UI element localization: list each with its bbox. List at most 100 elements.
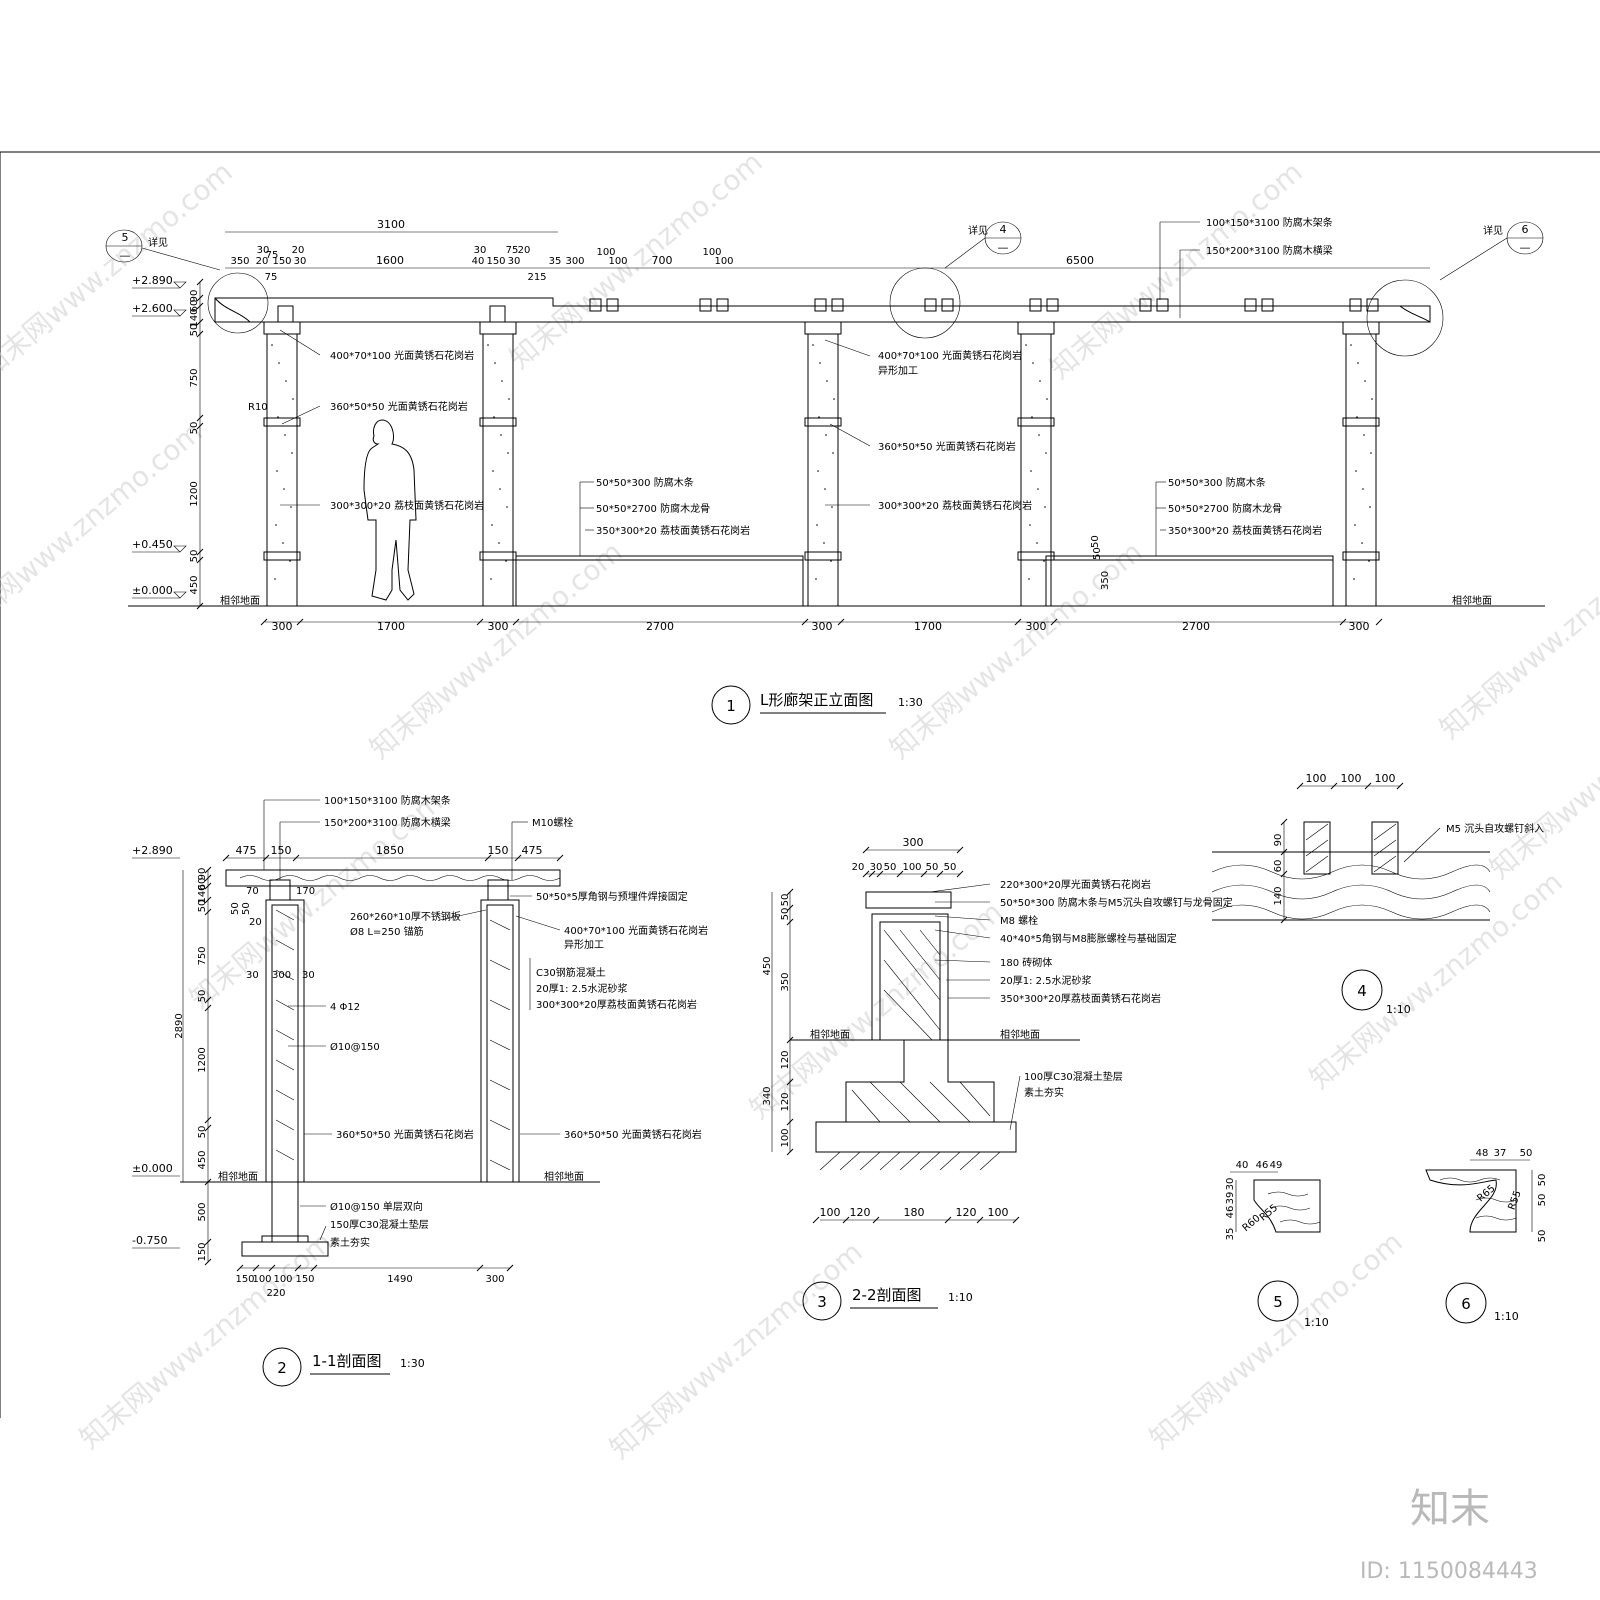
elev-note-400-left: 400*70*100 光面黄锈石花岗岩 [330, 349, 474, 362]
purlin-3a [924, 298, 937, 312]
s22-left-dim-7: 100 [780, 1128, 791, 1147]
s22-title: 2-2剖面图 [852, 1286, 922, 1304]
elev-top-dim-40: 40 [472, 256, 485, 267]
watermark-0: 知末网www.znzmo.com [0, 155, 239, 385]
watermark-12: 知末网www.znzmo.com [1143, 1225, 1408, 1455]
elev-top-dim-6500: 6500 [1066, 254, 1094, 267]
s11-dim-50b: 50 [241, 902, 252, 915]
detail5-drawing [1230, 1171, 1321, 1233]
elev-top-dim-75b: 75 [265, 272, 278, 283]
watermark-8: 知末网www.znzmo.com [743, 895, 1008, 1125]
d6-left-dim-1: 50 [1537, 1194, 1548, 1207]
s11-dim-20: 20 [249, 917, 262, 928]
elev-level-2: +0.450 [132, 538, 173, 551]
s11-top-dim-0: 475 [236, 844, 257, 857]
elev-title: L形廊架正立面图 [760, 691, 873, 709]
d4-top-dim-1: 100 [1341, 772, 1362, 785]
s22-note-soil: 素土夯实 [1024, 1086, 1064, 1099]
d4-left-dim-0: 90 [1273, 834, 1284, 847]
elev-top-dim-300: 300 [565, 256, 584, 267]
elev-note-purlin: 100*150*3100 防腐木架条 [1206, 216, 1333, 229]
s22-ground-left: 相邻地面 [810, 1028, 850, 1041]
d6-scale: 1:10 [1494, 1310, 1519, 1323]
s11-left-dim-8: 450 [197, 1150, 208, 1169]
s11-note-granite: 300*300*20厚荔枝面黄锈石花岗岩 [536, 998, 697, 1011]
elev-top-dim-100d: 100 [714, 256, 733, 267]
d5-top-dim-2: 49 [1270, 1160, 1283, 1171]
s22-note-cap: 220*300*20厚光面黄锈石花岗岩 [1000, 878, 1151, 891]
s11-left-dim-10: 150 [197, 1242, 208, 1261]
elev-note-400-mid: 400*70*100 光面黄锈石花岗岩 [878, 349, 1022, 362]
s11-left-dim-4: 750 [197, 946, 208, 965]
s22-top-dim-6: 50 [944, 862, 957, 873]
elev-ground-left: 相邻地面 [220, 594, 260, 607]
purlin-0b [606, 298, 619, 312]
elev-top-dim-20b: 20 [292, 245, 305, 256]
d5-top-dim-0: 40 [1236, 1160, 1249, 1171]
column-1 [479, 321, 517, 607]
s22-note-bolt: M8 螺栓 [1000, 914, 1038, 927]
s11-left-dim-3: 50 [197, 900, 208, 913]
s22-left-dim-0: 50 [780, 894, 791, 907]
s22-top-dim-2: 30 [870, 862, 883, 873]
d6-radius-r55: R55 [1507, 1189, 1524, 1211]
elev-bottom-dim-4: 300 [812, 620, 833, 633]
s11-note-anchor: Ø8 L=250 锚筋 [350, 925, 424, 938]
s11-dim-50a: 50 [230, 902, 241, 915]
d4-scale: 1:10 [1386, 1003, 1411, 1016]
s22-left-dim-5: 120 [780, 1092, 791, 1111]
s11-level-0: +2.890 [132, 844, 173, 857]
elev-top-dim-35: 35 [549, 256, 562, 267]
elev-left-dim-8: 450 [189, 575, 200, 594]
d6-index: 6 [1461, 1295, 1471, 1313]
elev-note-beam: 150*200*3100 防腐木横梁 [1206, 244, 1333, 257]
s11-level-2: -0.750 [132, 1234, 167, 1247]
s11-bottom-dim-6: 300 [485, 1274, 504, 1285]
s22-note-brick: 180 砖砌体 [1000, 956, 1052, 969]
elev-left-dim-3: 50 [189, 324, 200, 337]
s11-left-dim-1: 60 [197, 878, 208, 891]
elev-bottom-dim-5: 1700 [914, 620, 942, 633]
s22-bottom-dim-1: 120 [850, 1206, 871, 1219]
s22-top-dim-0: 300 [903, 836, 924, 849]
ref4-dash: — [998, 241, 1009, 254]
s22-left-dim-1: 50 [780, 908, 791, 921]
ref5-label: 详见 [148, 236, 168, 249]
purlin-7b [1366, 298, 1379, 312]
s11-ground-right: 相邻地面 [544, 1170, 584, 1183]
purlin-6b [1261, 298, 1274, 312]
elev-bottom-dim-3: 2700 [646, 620, 674, 633]
s11-left-dim-0: 90 [197, 868, 208, 881]
s11-title-scale: 1:30 [400, 1357, 425, 1370]
s11-note-plate: 260*260*10厚不锈钢板 [350, 910, 461, 923]
d6-top-dim-2: 50 [1520, 1148, 1533, 1159]
d5-top-dim-1: 46 [1256, 1160, 1269, 1171]
s11-dim-70: 70 [246, 886, 259, 897]
elev-bottom-dim-0: 300 [272, 620, 293, 633]
watermark-5: 知末网www.znzmo.com [883, 535, 1148, 765]
d5-scale: 1:10 [1304, 1316, 1329, 1329]
column-3 [1017, 321, 1055, 607]
purlin-4a [1029, 298, 1042, 312]
elev-top-dim-100c: 100 [702, 247, 721, 258]
elev-top-dim-30: 30 [257, 245, 270, 256]
d4-left-dim-2: 140 [1273, 886, 1284, 905]
s11-top-dim-1: 150 [271, 844, 292, 857]
elev-top-dim-100a: 100 [596, 247, 615, 258]
d4-index: 4 [1357, 982, 1367, 1000]
column-4 [1342, 321, 1380, 607]
s11-note-soil: 素土夯实 [330, 1236, 370, 1249]
s11-bottom-dim-0: 150 [235, 1274, 254, 1285]
s11-top-dim-2: 1850 [376, 844, 404, 857]
elev-left-dim-2: 140 [189, 308, 200, 327]
elev-top-dim-350: 350 [230, 256, 249, 267]
s11-note-beam: 150*200*3100 防腐木横梁 [324, 816, 451, 829]
s11-dim-300: 300 [272, 970, 291, 981]
elev-bottom-dim-1: 1700 [377, 620, 405, 633]
elev-top-dim-100b: 100 [608, 256, 627, 267]
